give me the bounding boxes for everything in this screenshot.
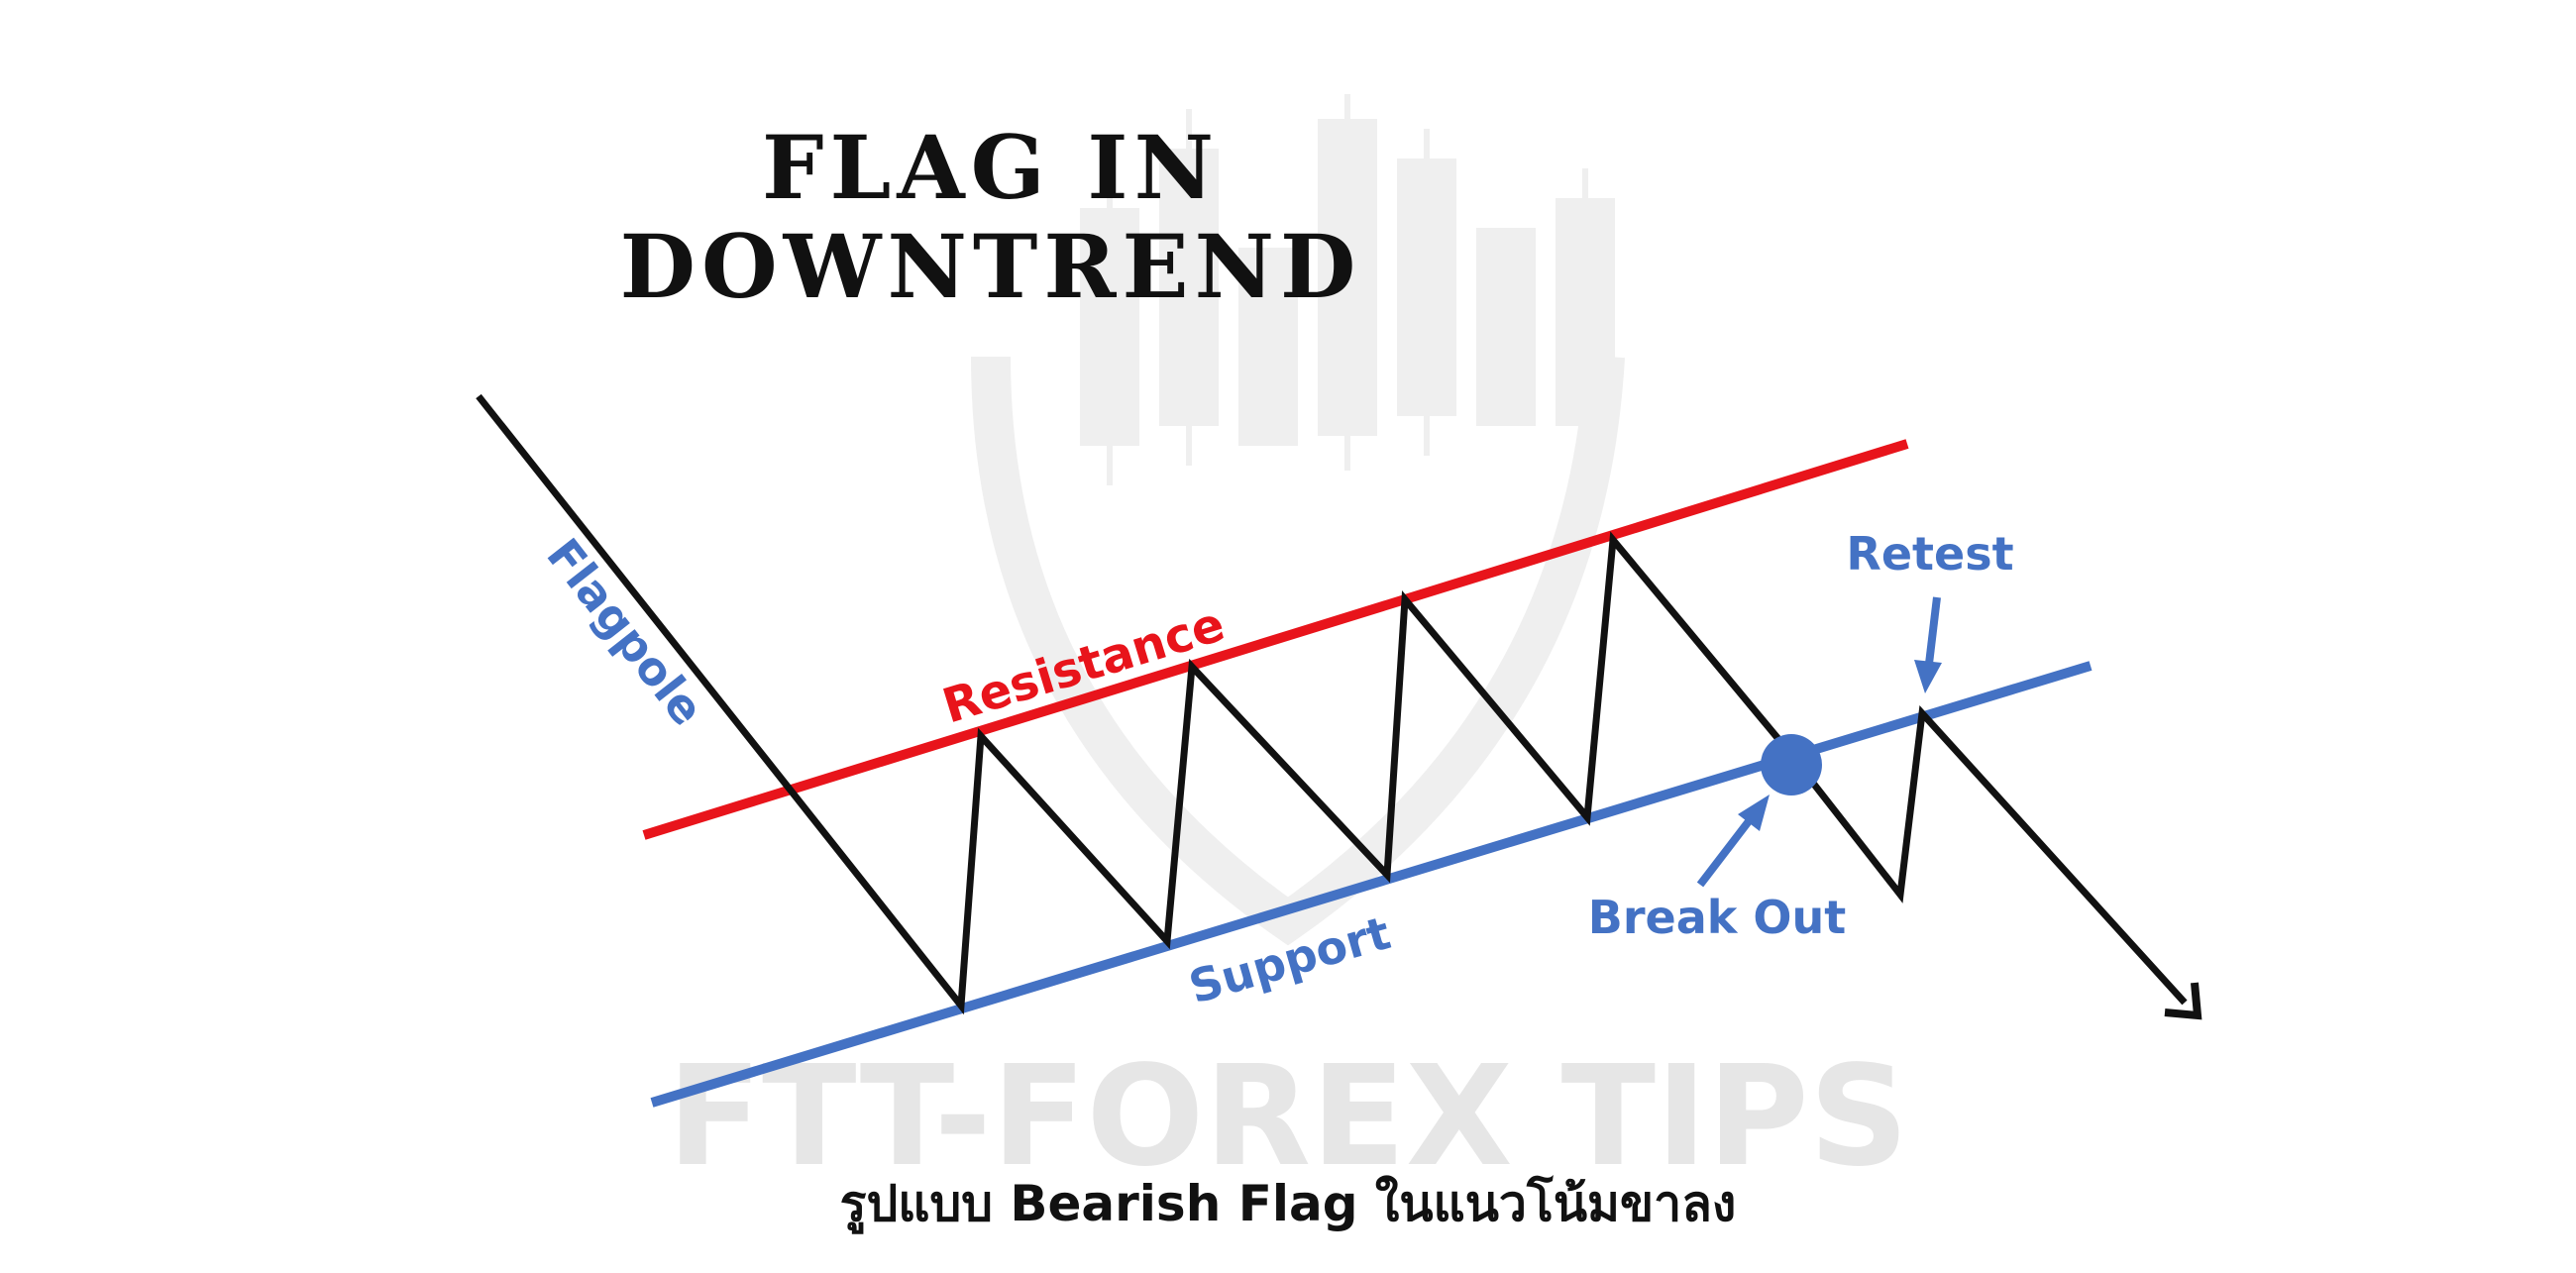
support-line [650,661,2093,1108]
watermark-shield-icon [971,355,1625,946]
break-out-label: Break Out [1588,891,1846,944]
break-out-marker-icon [1761,734,1822,796]
title-line-1: FLAG IN [762,116,1220,219]
title-line-2: DOWNTREND [620,215,1362,318]
diagram-caption: รูปแบบ Bearish Flag ในแนวโน้มขาลง [840,1174,1737,1234]
watermark-brand: FTT-FOREX TIPS [667,1036,1908,1198]
flagpole-label: Flagpole [536,529,714,736]
resistance-line [642,439,1909,840]
trend-arrow-head-icon [2164,982,2202,1020]
break-out-arrow-icon [1696,795,1770,888]
retest-arrow-icon [1914,596,1942,693]
price-path [476,393,2188,1015]
watermark: FTT-FOREX TIPS [667,94,1909,1198]
retest-label: Retest [1846,527,2013,581]
watermark-logo-icon [1080,94,1615,485]
